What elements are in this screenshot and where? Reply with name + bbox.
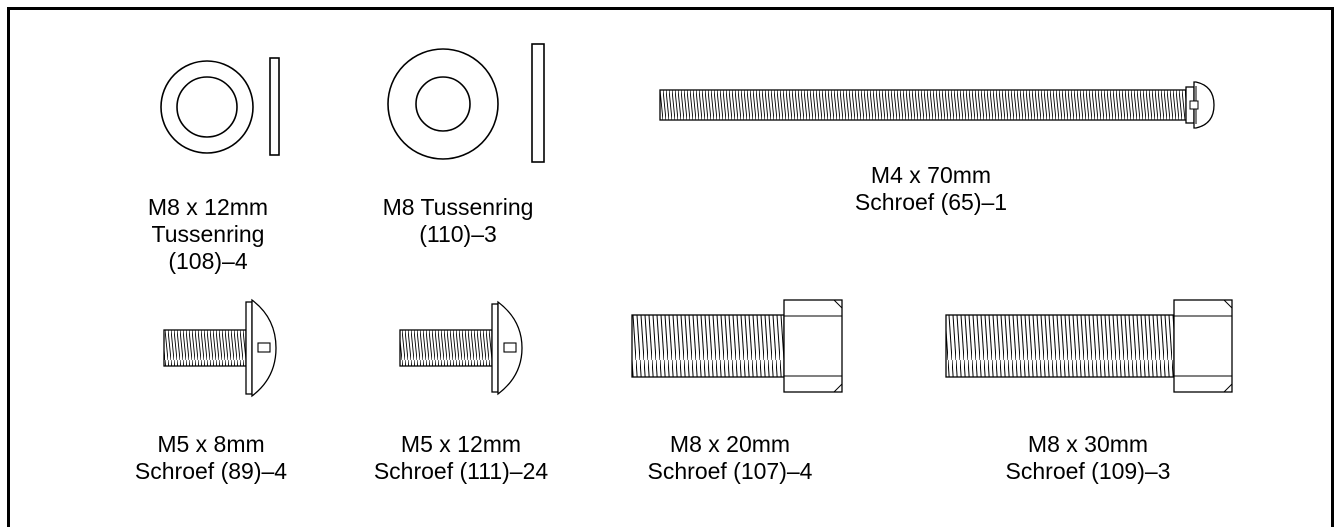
part-code: (108)–4 [168, 248, 248, 274]
part-size: M4 x 70mm [870, 162, 992, 188]
part-label-washer-110: M8 Tussenring (110)–3 [358, 194, 558, 248]
washer-icon [387, 43, 545, 163]
long-screw-icon [659, 81, 1215, 129]
socket-head-bolt-icon [945, 299, 1233, 393]
part-size: M5 x 12mm [400, 431, 522, 457]
part-label-screw-111: M5 x 12mm Schroef (111)–24 [358, 431, 564, 485]
part-label-screw-65: M4 x 70mm Schroef (65)–1 [818, 162, 1044, 216]
part-name: M8 Tussenring [382, 194, 534, 220]
part-size: M8 x 30mm [1027, 431, 1149, 457]
pan-head-screw-icon [163, 298, 277, 398]
socket-head-bolt-icon [631, 299, 843, 393]
part-name: Schroef (107)–4 [647, 458, 813, 484]
part-label-screw-89: M5 x 8mm Schroef (89)–4 [116, 431, 306, 485]
part-name: Schroef (109)–3 [1005, 458, 1171, 484]
washer-icon [160, 57, 280, 156]
parts-panel-border [7, 7, 1334, 527]
part-name: Tussenring [151, 221, 265, 247]
part-label-washer-108: M8 x 12mm Tussenring (108)–4 [118, 194, 298, 275]
part-size: M8 x 12mm [147, 194, 269, 220]
part-label-screw-107: M8 x 20mm Schroef (107)–4 [624, 431, 836, 485]
part-code: (110)–3 [419, 221, 497, 247]
part-label-screw-109: M8 x 30mm Schroef (109)–3 [982, 431, 1194, 485]
pan-head-screw-icon [399, 300, 523, 396]
part-name: Schroef (65)–1 [854, 189, 1008, 215]
part-name: Schroef (111)–24 [373, 458, 549, 484]
part-size: M8 x 20mm [669, 431, 791, 457]
part-size: M5 x 8mm [157, 431, 265, 457]
part-name: Schroef (89)–4 [134, 458, 288, 484]
